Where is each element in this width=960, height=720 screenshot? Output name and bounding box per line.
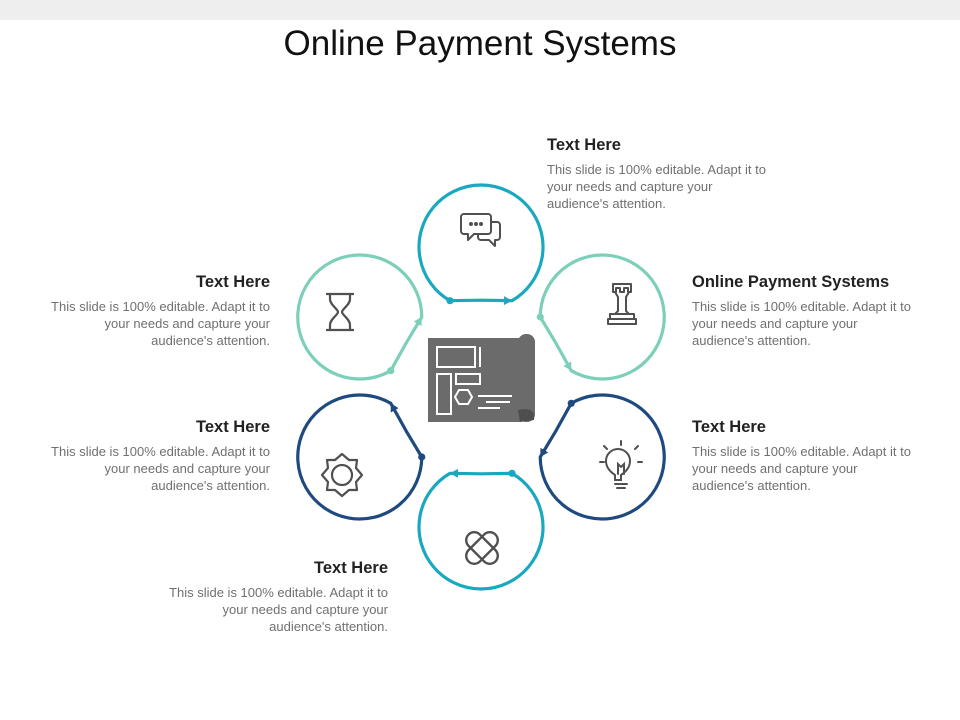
text-block-body: This slide is 100% editable. Adapt it to… <box>692 444 911 493</box>
top-bar <box>0 0 960 20</box>
cycle-arc <box>538 253 666 381</box>
text-block-body: This slide is 100% editable. Adapt it to… <box>169 585 388 634</box>
text-block-body: This slide is 100% editable. Adapt it to… <box>692 299 911 348</box>
arc-end-dot <box>567 399 575 407</box>
text-block-heading: Text Here <box>196 418 270 436</box>
arc-end-dot <box>446 297 454 305</box>
chess-rook-icon <box>607 283 637 325</box>
crossed-bandage-icon <box>465 531 499 565</box>
text-block-6: Text Here This slide is 100% editable. A… <box>40 273 270 349</box>
text-block-2: Online Payment Systems This slide is 100… <box>692 273 922 349</box>
lightbulb-icon <box>599 440 643 489</box>
arc-group <box>296 183 666 591</box>
text-block-heading: Text Here <box>692 418 766 436</box>
cycle-arc <box>538 393 666 521</box>
text-block-body: This slide is 100% editable. Adapt it to… <box>51 444 270 493</box>
text-block-3: Text Here This slide is 100% editable. A… <box>692 418 922 494</box>
text-block-5: Text Here This slide is 100% editable. A… <box>40 418 270 494</box>
arc-arrowhead <box>450 468 459 478</box>
text-block-heading: Online Payment Systems <box>692 273 890 291</box>
arc-end-dot <box>508 469 516 477</box>
text-block-1: Text Here This slide is 100% editable. A… <box>547 136 777 212</box>
hourglass-icon <box>326 292 354 332</box>
arc-end-dot <box>536 313 544 321</box>
cycle-arc <box>296 393 424 521</box>
gear-shape-icon <box>320 452 364 498</box>
blueprint-icon <box>428 334 535 422</box>
arc-arrowhead <box>503 296 512 306</box>
cycle-arc <box>417 183 545 303</box>
text-block-body: This slide is 100% editable. Adapt it to… <box>547 162 766 211</box>
arc-end-dot <box>387 367 395 375</box>
text-block-4: Text Here This slide is 100% editable. A… <box>158 559 388 635</box>
text-block-heading: Text Here <box>547 136 621 154</box>
arc-arrowhead <box>540 447 549 457</box>
chat-bubbles-icon <box>460 213 501 247</box>
text-block-body: This slide is 100% editable. Adapt it to… <box>51 299 270 348</box>
arc-arrowhead <box>563 361 572 371</box>
slide-title: Online Payment Systems <box>283 24 677 63</box>
cycle-arc <box>296 253 424 381</box>
arc-arrowhead <box>413 317 422 327</box>
arc-end-dot <box>418 453 426 461</box>
text-block-heading: Text Here <box>314 559 388 577</box>
text-block-heading: Text Here <box>196 273 270 291</box>
arc-arrowhead <box>390 403 399 413</box>
cycle-arc <box>417 471 545 591</box>
